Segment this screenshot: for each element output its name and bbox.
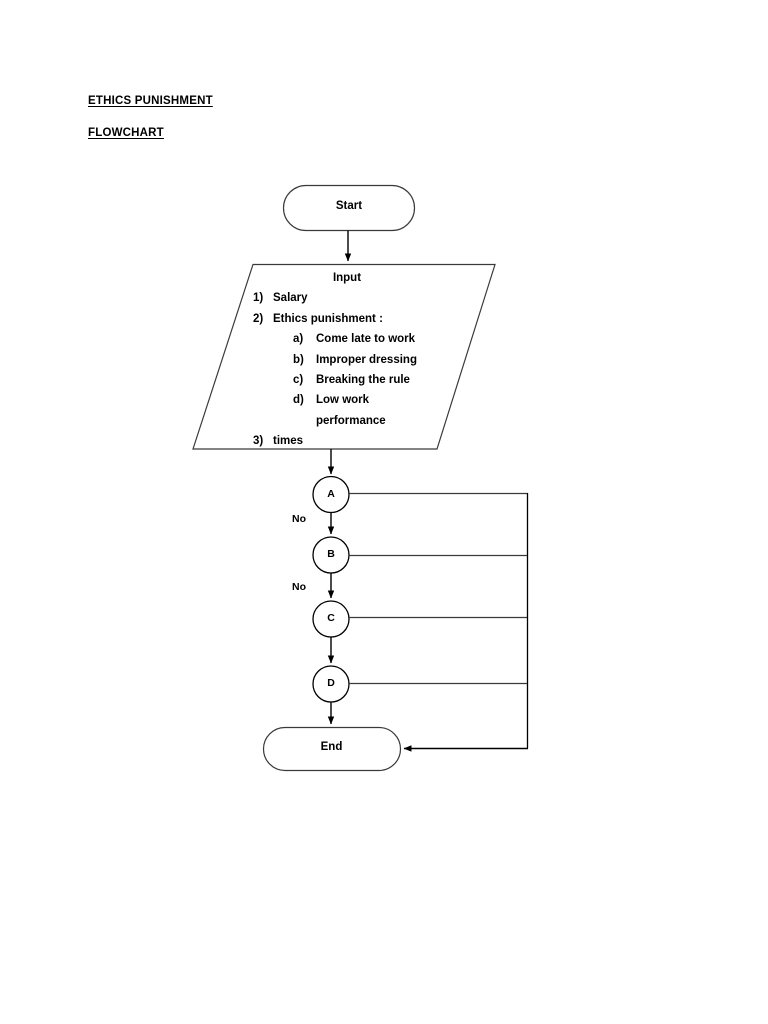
list-text: times xyxy=(273,435,304,448)
list-marker: 1) xyxy=(253,292,264,305)
sublist-marker: c) xyxy=(293,374,304,387)
list-marker: 3) xyxy=(253,435,264,448)
input-list-item: 2) Ethics punishment : xyxy=(253,309,500,329)
connector-label-c: C xyxy=(327,612,335,624)
input-list-item: 3) times xyxy=(253,431,500,451)
sublist-text: Breaking the rule xyxy=(316,374,410,387)
input-list-item: 1) Salary xyxy=(253,288,500,308)
sublist-marker: d) xyxy=(293,394,304,407)
input-sublist-item: a) Come late to work xyxy=(293,329,500,349)
list-text: Salary xyxy=(273,292,308,305)
sublist-text-continuation: performance xyxy=(316,414,386,427)
end-terminator-shape xyxy=(262,726,402,772)
start-terminator-shape xyxy=(282,184,416,232)
start-node-label: Start xyxy=(335,200,363,212)
sublist-text: Come late to work xyxy=(316,333,416,346)
sublist-text: Improper dressing xyxy=(316,353,417,366)
connector-label-b: B xyxy=(327,548,335,560)
sublist-marker: b) xyxy=(293,353,304,366)
list-marker: 2) xyxy=(253,312,264,325)
connector-label-a: A xyxy=(327,488,335,500)
input-node-heading: Input xyxy=(332,272,362,284)
input-sublist-item: d) Low work xyxy=(293,390,500,410)
sublist-marker: a) xyxy=(293,333,304,346)
connector-label-d: D xyxy=(327,677,335,689)
page-subtitle: FLOWCHART xyxy=(88,127,164,139)
list-text: Ethics punishment : xyxy=(273,312,383,325)
page-title: ETHICS PUNISHMENT xyxy=(88,95,213,107)
end-node-label: End xyxy=(320,741,343,753)
input-node-content: Input 1) Salary 2) Ethics punishment : a… xyxy=(200,268,500,452)
sublist-text: Low work xyxy=(316,394,370,407)
edge-label-no-1: No xyxy=(292,513,306,525)
input-parallelogram-shape xyxy=(192,263,496,450)
edge-label-no-2: No xyxy=(292,581,306,593)
input-sublist-item: c) Breaking the rule xyxy=(293,370,500,390)
input-sublist-item: b) Improper dressing xyxy=(293,350,500,370)
